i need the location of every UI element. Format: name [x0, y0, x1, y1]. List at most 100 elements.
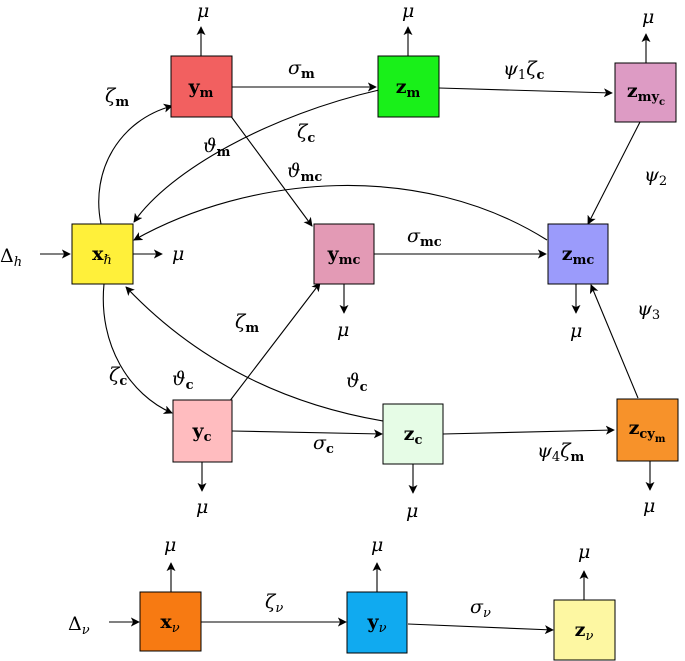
node-z-cym: zcym [616, 398, 679, 462]
node-x-h-sub: ℏ [103, 253, 111, 268]
node-z-myc-subsub: c [659, 97, 665, 108]
node-z-cym-subsub: m [655, 434, 666, 445]
mu-label-znu: μ [578, 541, 590, 563]
node-z-myc-sub: my [638, 90, 660, 105]
rate-delta-h: Δh [0, 245, 22, 270]
node-z-nu-sub: ν [585, 629, 593, 644]
rate-theta-c-right: ϑc [346, 370, 368, 395]
node-x-nu: xν [139, 591, 202, 652]
rate-zeta-m-lower: ζm [235, 311, 259, 336]
svg-text:zmc: zmc [562, 243, 595, 268]
rate-psi2: ψ2 [644, 164, 667, 189]
edge-yc-ymc [228, 282, 321, 403]
node-y-nu-sub: ν [379, 621, 387, 636]
node-z-m: zm [377, 55, 440, 118]
node-y-nu: yν [346, 591, 408, 654]
node-z-cym-box [616, 398, 679, 462]
mu-labels: μ μ μ μ μ μ μ μ μ μ μ μ [164, 0, 655, 563]
node-y-c-main: y [192, 420, 205, 442]
svg-text:zν: zν [575, 619, 594, 644]
node-x-nu-box [139, 591, 202, 652]
svg-text:yν: yν [367, 611, 387, 636]
svg-text:ym: ym [188, 76, 214, 101]
node-y-mc-main: y [327, 243, 340, 265]
node-z-nu-main: z [575, 619, 586, 641]
node-z-c-sub: c [414, 433, 422, 448]
svg-text:xℏ: xℏ [92, 243, 112, 268]
node-y-nu-main: y [367, 611, 380, 633]
rate-psi4-zeta-m: ψ4ζm [537, 440, 585, 465]
node-x-nu-sub: ν [172, 621, 180, 636]
node-z-m-main: z [396, 76, 407, 98]
edge-ym-ymc [229, 114, 313, 227]
node-y-m-box [170, 55, 233, 118]
rate-theta-c-left: ϑc [172, 368, 194, 393]
node-z-myc: zmyc [614, 62, 677, 123]
node-y-mc-box [313, 223, 375, 285]
svg-text:zcym: zcym [629, 417, 666, 445]
edge-yc-zc [231, 429, 383, 439]
edge-ynu-znu [407, 623, 554, 635]
node-z-myc-box [614, 62, 677, 123]
node-z-m-box [377, 55, 440, 118]
node-z-nu-box [553, 599, 616, 661]
node-x-h: xℏ [71, 223, 134, 285]
mu-label-zcym: μ [643, 495, 655, 517]
edge-zc-zcym [442, 425, 615, 435]
rate-zeta-c: ζc [297, 121, 315, 146]
mu-label-zm: μ [402, 0, 414, 22]
mu-label-ynu: μ [371, 534, 383, 556]
rate-theta-mc: ϑmc [287, 160, 322, 185]
node-z-mc: zmc [547, 223, 609, 285]
node-z-myc-main: z [627, 80, 638, 102]
edge-zm-zmyc [438, 87, 613, 98]
rate-labels: σm ψ1ζc ζm ζc ϑm ϑmc ψ2 σmc Δh ψ3 ζm ζc … [0, 57, 667, 638]
mu-label-yc: μ [196, 496, 208, 518]
edge-zm-xh [133, 89, 380, 223]
svg-text:zc: zc [404, 423, 423, 448]
node-z-mc-box [547, 223, 609, 285]
node-z-nu: zν [553, 599, 616, 661]
edge-xh-ym [98, 103, 173, 225]
node-z-mc-sub: mc [573, 253, 595, 268]
node-z-cym-sub: cy [639, 427, 655, 442]
rate-zeta-c-lower: ζc [109, 364, 127, 389]
node-z-c-box [382, 403, 444, 465]
mu-label-ymc: μ [337, 319, 349, 341]
edge-zmyc-zmc [587, 121, 641, 225]
node-y-mc: ymc [313, 223, 375, 285]
node-y-m: ym [170, 55, 233, 118]
svg-text:ymc: ymc [327, 243, 361, 268]
mu-label-zmc: μ [570, 320, 582, 342]
svg-text:xν: xν [160, 611, 179, 636]
node-z-cym-main: z [629, 417, 640, 439]
rate-zeta-nu: ζν [265, 591, 283, 616]
node-y-mc-sub: mc [339, 253, 361, 268]
mu-label-xh: μ [172, 243, 184, 265]
node-x-h-main: x [92, 243, 104, 265]
edge-zmc-xh [133, 185, 548, 241]
node-x-h-box [71, 223, 134, 285]
node-y-m-sub: m [200, 86, 214, 101]
node-z-c-main: z [404, 423, 415, 445]
node-y-c-sub: c [204, 430, 212, 445]
mu-label-xnu: μ [164, 534, 176, 556]
rate-delta-nu: Δν [68, 613, 90, 638]
node-z-mc-main: z [562, 243, 573, 265]
mu-label-ym: μ [197, 0, 209, 22]
mu-label-zc: μ [406, 500, 418, 522]
svg-text:zmyc: zmyc [627, 80, 665, 108]
node-x-nu-main: x [160, 611, 172, 633]
rate-zeta-m: ζm [105, 85, 129, 110]
rate-psi3: ψ3 [637, 298, 660, 323]
node-z-c: zc [382, 403, 444, 465]
edge-zcym-zmc [589, 284, 639, 399]
rate-sigma-c: σc [313, 432, 334, 457]
svg-text:zm: zm [396, 76, 421, 101]
edges [40, 26, 655, 635]
edge-xh-yc [102, 283, 173, 414]
node-y-nu-box [346, 591, 408, 654]
rate-sigma-mc: σmc [407, 225, 442, 250]
